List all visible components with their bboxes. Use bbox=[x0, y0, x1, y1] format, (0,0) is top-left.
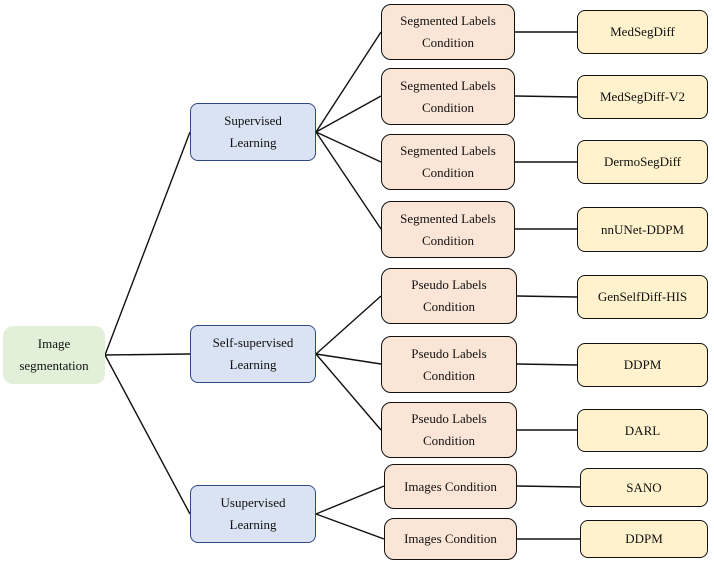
method-node: SANO bbox=[580, 468, 708, 507]
condition-node: Segmented Labels Condition bbox=[381, 134, 515, 190]
method-node: DDPM bbox=[577, 343, 708, 387]
method-label: GenSelfDiff-HIS bbox=[597, 289, 688, 304]
method-node: MedSegDiff-V2 bbox=[577, 75, 708, 119]
condition-label: Pseudo Labels Condition bbox=[411, 345, 487, 383]
connector-line bbox=[315, 131, 382, 163]
category-node-supervised: Supervised Learning bbox=[190, 103, 316, 161]
method-label: DermoSegDiff bbox=[603, 154, 682, 169]
root-label: Image segmentation bbox=[19, 336, 89, 373]
method-node: DermoSegDiff bbox=[577, 140, 708, 184]
method-label: DARL bbox=[624, 422, 661, 438]
condition-label: Images Condition bbox=[404, 531, 497, 546]
connector-line bbox=[315, 353, 382, 365]
connector-line bbox=[315, 513, 385, 540]
connector-line bbox=[516, 363, 578, 366]
method-label: DDPM bbox=[623, 357, 662, 372]
connector-line bbox=[104, 354, 191, 515]
condition-label: Segmented Labels Condition bbox=[400, 77, 496, 115]
connector-line bbox=[315, 95, 382, 133]
method-label: MedSegDiff bbox=[610, 24, 675, 39]
connector-line bbox=[315, 353, 382, 431]
condition-label: Segmented Labels Condition bbox=[400, 210, 496, 248]
condition-label: Segmented Labels Condition bbox=[400, 143, 496, 180]
connector-line bbox=[514, 95, 578, 98]
connector-line bbox=[315, 485, 385, 515]
method-node: MedSegDiff bbox=[577, 10, 708, 54]
condition-node: Pseudo Labels Condition bbox=[381, 402, 517, 458]
condition-label: Segmented Labels Condition bbox=[400, 13, 496, 50]
condition-node: Images Condition bbox=[384, 464, 517, 509]
condition-node: Segmented Labels Condition bbox=[381, 4, 515, 60]
root-node: Image segmentation bbox=[3, 326, 105, 384]
method-label: MedSegDiff-V2 bbox=[600, 89, 685, 104]
category-label: Usupervised Learning bbox=[220, 495, 286, 532]
method-label: SANO bbox=[626, 479, 662, 495]
method-label: nnUNet-DDPM bbox=[600, 221, 685, 237]
connector-line bbox=[516, 295, 578, 298]
condition-label: Pseudo Labels Condition bbox=[411, 411, 487, 448]
category-label: Supervised Learning bbox=[224, 113, 282, 150]
method-label: DDPM bbox=[625, 531, 663, 546]
category-node-unsupervised: Usupervised Learning bbox=[190, 485, 316, 543]
method-node: GenSelfDiff-HIS bbox=[577, 275, 708, 319]
category-label: Self-supervised Learning bbox=[212, 335, 294, 372]
condition-node: Segmented Labels Condition bbox=[381, 68, 515, 125]
connector-line bbox=[104, 131, 191, 356]
connector-line bbox=[315, 131, 382, 230]
condition-label: Images Condition bbox=[404, 478, 497, 494]
condition-node: Pseudo Labels Condition bbox=[381, 268, 517, 324]
connector-line bbox=[516, 485, 581, 488]
connector-line bbox=[104, 353, 191, 356]
category-node-self-supervised: Self-supervised Learning bbox=[190, 325, 316, 383]
condition-node: Segmented Labels Condition bbox=[381, 201, 515, 258]
connector-line bbox=[315, 295, 382, 355]
condition-node: Images Condition bbox=[384, 518, 517, 560]
method-node: DDPM bbox=[580, 520, 708, 558]
condition-label: Pseudo Labels Condition bbox=[411, 277, 487, 314]
connector-line bbox=[315, 31, 382, 133]
method-node: DARL bbox=[577, 409, 708, 452]
method-node: nnUNet-DDPM bbox=[577, 207, 708, 252]
condition-node: Pseudo Labels Condition bbox=[381, 336, 517, 393]
